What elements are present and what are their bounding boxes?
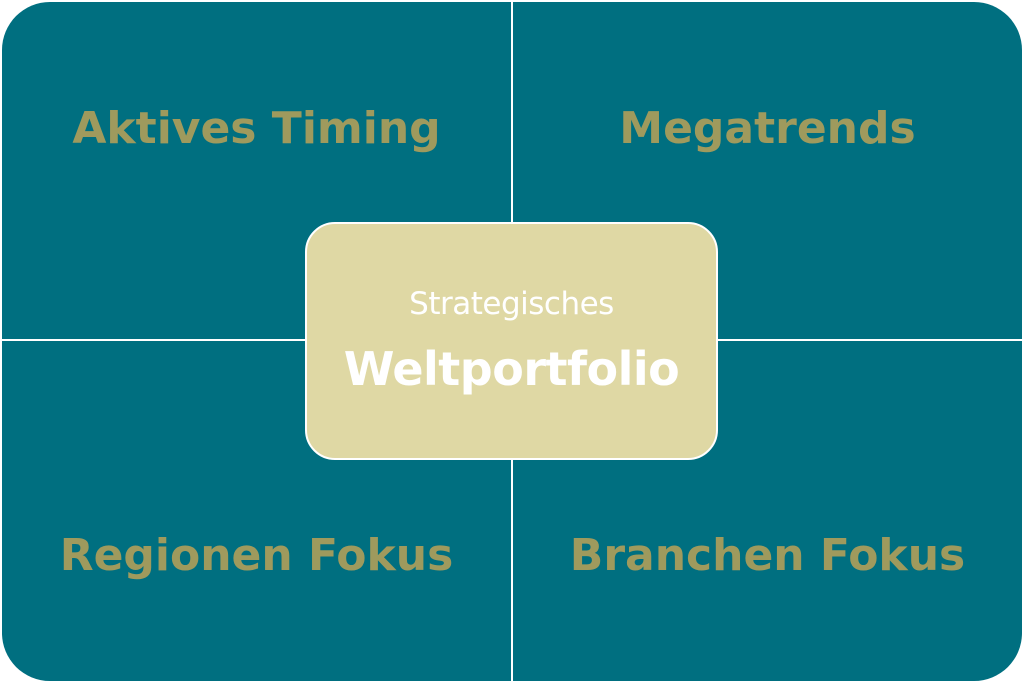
center-subtitle: Strategisches: [409, 286, 614, 322]
quadrant-label-aktives-timing: Aktives Timing: [72, 103, 441, 154]
quadrant-label-branchen-fokus: Branchen Fokus: [569, 530, 966, 581]
quadrant-label-regionen-fokus: Regionen Fokus: [59, 530, 454, 581]
quadrant-bottom-left: Regionen Fokus: [2, 341, 511, 681]
center-box: Strategisches Weltportfolio: [305, 222, 718, 460]
quadrant-label-megatrends: Megatrends: [619, 103, 916, 154]
center-title: Weltportfolio: [343, 342, 680, 396]
